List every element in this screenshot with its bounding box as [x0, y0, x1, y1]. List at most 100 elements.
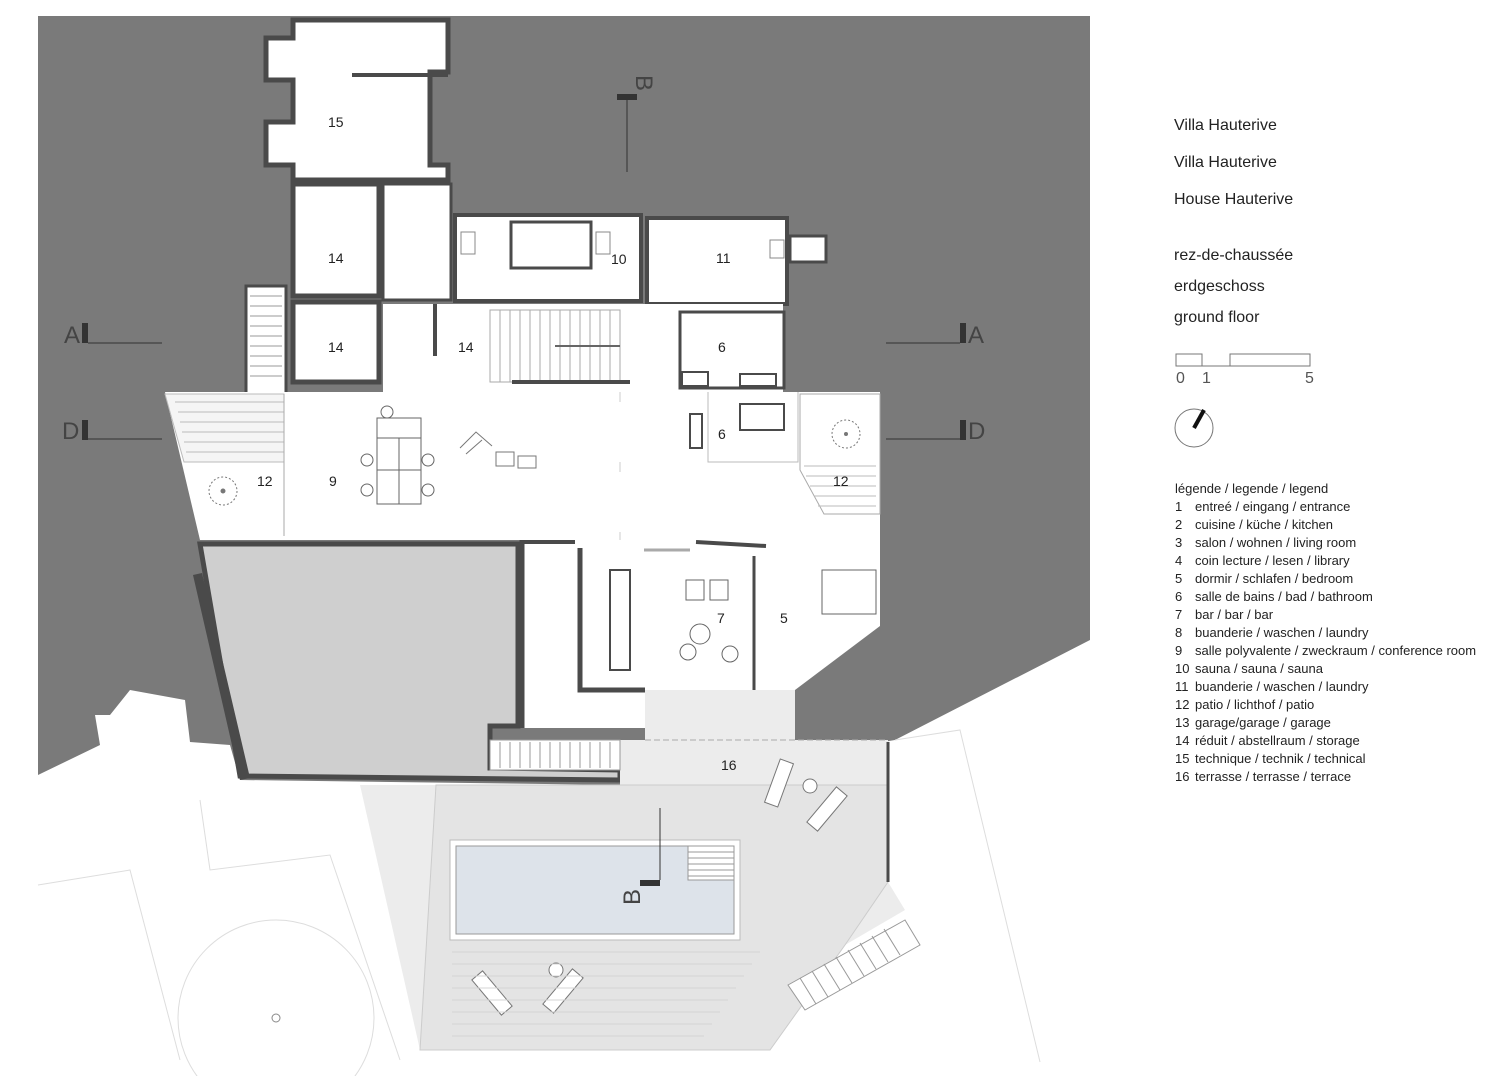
legend-title: légende / legende / legend [1175, 481, 1329, 496]
patio-left-deck [164, 393, 285, 463]
exterior-stair-terrace [489, 739, 621, 771]
legend-item-number: 5 [1175, 571, 1183, 586]
room-label-12-right: 12 [833, 473, 849, 489]
legend-item-number: 3 [1175, 535, 1183, 550]
lounge-seating [459, 431, 537, 469]
section-marker-d-left: D [62, 418, 162, 445]
section-marker-a-left: A [64, 322, 162, 349]
scale-label-0: 0 [1176, 370, 1185, 387]
legend-item: 6 salle de bains / bad / bathroom [1175, 588, 1495, 606]
legend-item-text: garage/garage / garage [1195, 715, 1331, 730]
room-label-16: 16 [721, 757, 737, 773]
swimming-pool [449, 839, 741, 941]
legend-item-number: 14 [1175, 733, 1190, 748]
legend-item-number: 6 [1175, 589, 1183, 604]
scale-label-5: 5 [1305, 370, 1314, 387]
legend-item-number: 11 [1175, 679, 1189, 694]
corridor [381, 182, 453, 302]
legend-item-text: salon / wohnen / living room [1195, 535, 1357, 550]
legend-item: 3 salon / wohnen / living room [1175, 534, 1495, 552]
legend: légende / legende / legend 1 entreé / ein… [1175, 480, 1495, 786]
svg-text:B: B [619, 889, 646, 905]
room-10-sauna [453, 213, 643, 303]
scale-bar [1175, 353, 1311, 367]
legend-item-text: bar / bar / bar [1195, 607, 1274, 622]
room-14-storage-left [290, 299, 382, 385]
legend-item-text: réduit / abstellraum / storage [1195, 733, 1360, 748]
title-en: House Hauterive [1174, 191, 1294, 208]
legend-item-text: technique / technik / technical [1195, 751, 1366, 766]
legend-item-number: 8 [1175, 625, 1183, 640]
legend-item-number: 9 [1175, 643, 1183, 658]
room-7-bar [577, 540, 767, 693]
conference-table [360, 405, 435, 505]
scale-labels: 0 1 5 [1174, 370, 1334, 390]
floor-plan: A A D D B B 15 14 14 14 10 11 6 6 12 12 … [37, 16, 1090, 1076]
legend-item-text: dormir / schlafen / bedroom [1195, 571, 1354, 586]
section-marker-a-right: A [886, 322, 984, 349]
legend-item: 9 salle polyvalente / zweckraum / confere… [1175, 642, 1495, 660]
room-label-12-left: 12 [257, 473, 273, 489]
legend-item-number: 15 [1175, 751, 1190, 766]
site-context [37, 729, 1041, 1076]
garden-stair [787, 919, 921, 1011]
svg-text:A: A [64, 322, 80, 349]
floor-de: erdgeschoss [1174, 278, 1265, 295]
pool-loungers [471, 962, 584, 1016]
svg-text:D: D [968, 418, 985, 445]
loungers-terrace [763, 758, 848, 832]
legend-item-text: buanderie / waschen / laundry [1195, 679, 1369, 694]
room-6-bathroom-lower [681, 371, 799, 463]
legend-item-number: 1 [1175, 499, 1183, 514]
legend-item: 14 réduit / abstellraum / storage [1175, 732, 1495, 750]
room-label-11: 11 [716, 250, 731, 266]
patio-right [799, 393, 881, 515]
legend-item: 13 garage/garage / garage [1175, 714, 1495, 732]
legend-item-number: 2 [1175, 517, 1183, 532]
room-label-10: 10 [611, 251, 627, 267]
legend-item-text: sauna / sauna / sauna [1195, 661, 1323, 676]
room-15-technical [263, 17, 451, 183]
title-de: Villa Hauterive [1174, 154, 1277, 171]
legend-item-number: 4 [1175, 553, 1183, 568]
legend-item: 5 dormir / schlafen / bedroom [1175, 570, 1495, 588]
legend-item-text: terrasse / terrasse / terrace [1195, 769, 1352, 784]
room-label-5: 5 [780, 610, 788, 626]
legend-item: 2 cuisine / küche / kitchen [1175, 516, 1495, 534]
legend-item-text: patio / lichthof / patio [1195, 697, 1315, 712]
room-5-bed [821, 569, 877, 615]
room-label-14-left: 14 [328, 339, 344, 355]
legend-item-text: salle de bains / bad / bathroom [1195, 589, 1373, 604]
exterior-stair-left [244, 284, 288, 396]
north-arrow-icon [1174, 408, 1214, 448]
room-6-bathroom-top [678, 310, 786, 390]
legend-item-number: 7 [1175, 607, 1183, 622]
room-14-storage-top [290, 181, 382, 299]
room-label-6-lower: 6 [718, 426, 726, 442]
title-fr: Villa Hauterive [1174, 117, 1277, 134]
room-label-7: 7 [717, 610, 725, 626]
legend-item-text: salle polyvalente / zweckraum / conferen… [1195, 643, 1477, 658]
legend-item-number: 13 [1175, 715, 1190, 730]
legend-item-text: entreé / eingang / entrance [1195, 499, 1351, 514]
room-label-6-top: 6 [718, 339, 726, 355]
legend-item-text: cuisine / küche / kitchen [1195, 517, 1334, 532]
room-label-9: 9 [329, 473, 337, 489]
garage-outer-wall [193, 573, 250, 780]
title-block: Villa Hauterive Villa Hauterive House Ha… [1174, 114, 1494, 338]
bar-bedroom-area [522, 540, 880, 728]
legend-item-number: 10 [1175, 661, 1190, 676]
legend-item: 11 buanderie / waschen / laundry [1175, 678, 1495, 696]
room-label-14-hall: 14 [458, 339, 474, 355]
patio-left-tree [208, 476, 238, 506]
floor-fr: rez-de-chaussée [1174, 247, 1294, 264]
floor-en: ground floor [1174, 309, 1260, 326]
svg-text:D: D [62, 418, 79, 445]
scale-label-1: 1 [1202, 370, 1211, 387]
svg-text:B: B [630, 75, 657, 91]
section-marker-d-right: D [886, 418, 985, 445]
